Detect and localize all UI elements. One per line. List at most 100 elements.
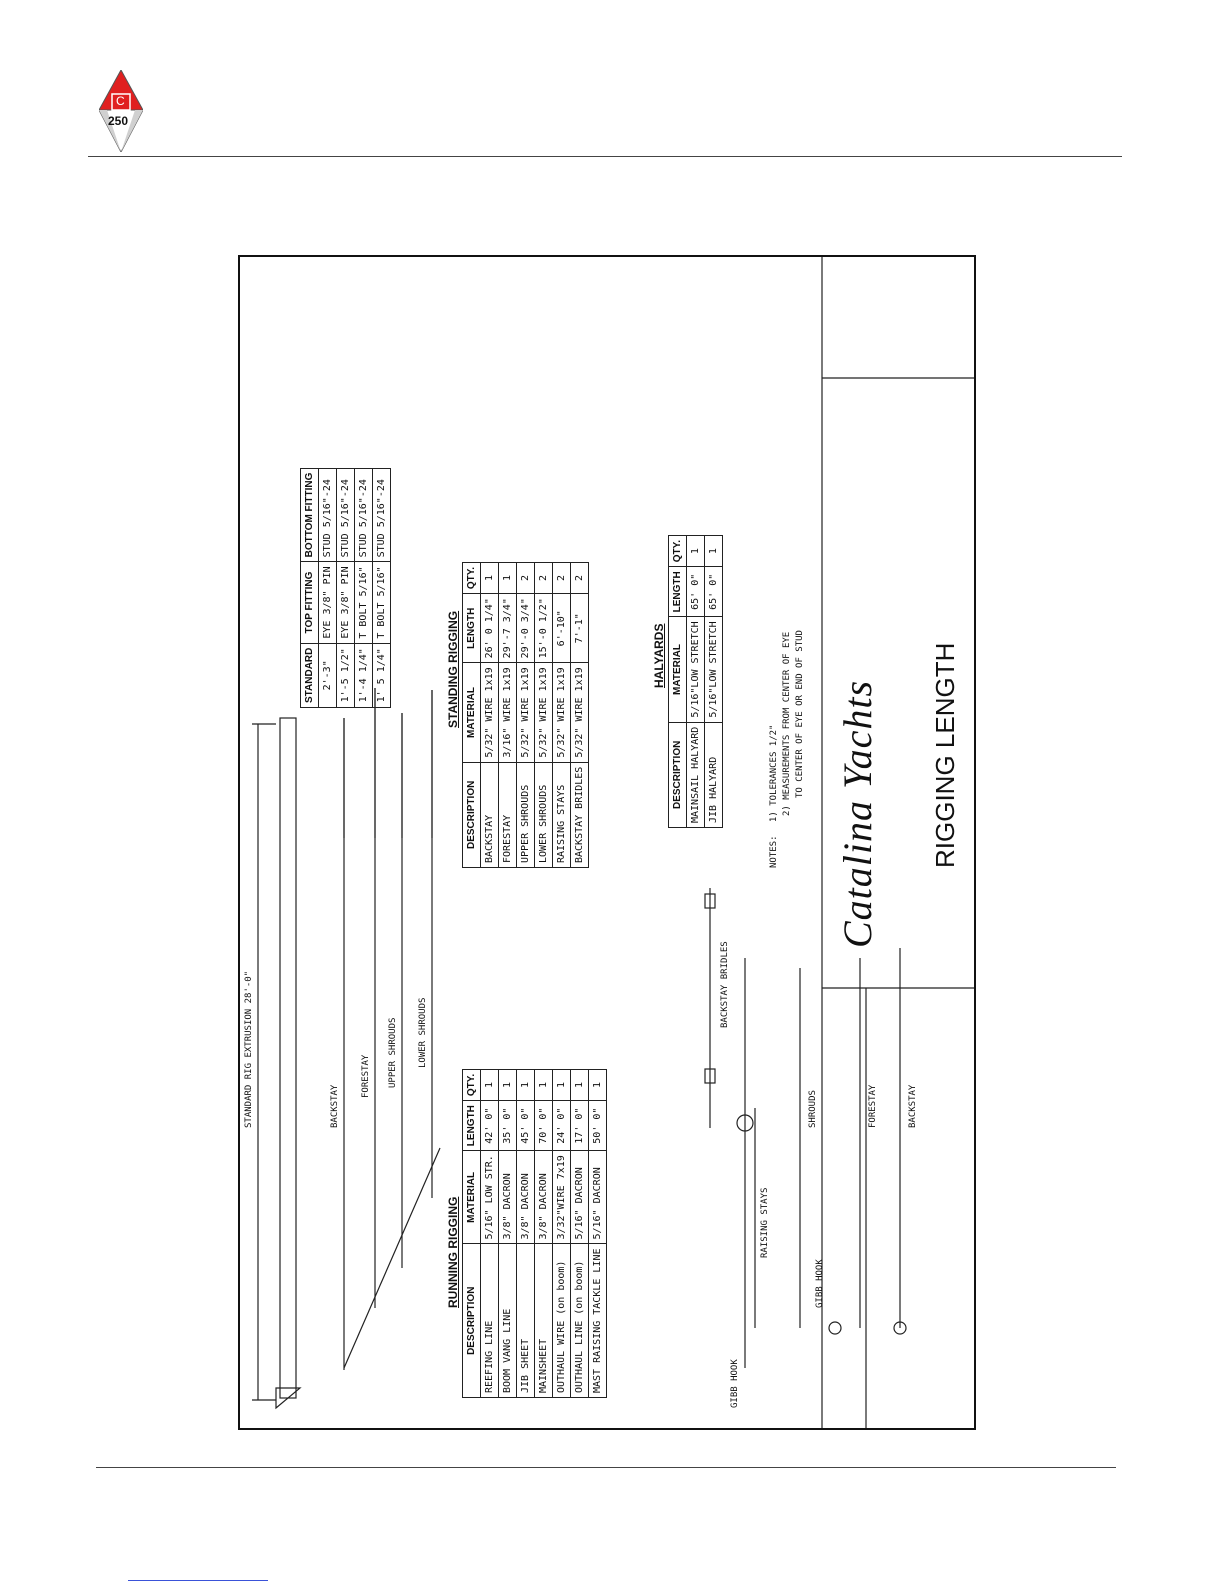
catalina-250-logo: C 250	[99, 70, 143, 152]
note-1: 1) TOLERANCES 1/2"	[769, 724, 779, 823]
table-cell: FORESTAY	[498, 762, 517, 868]
table-cell: 1	[686, 535, 705, 567]
table-cell: 29'-7 3/4"	[498, 593, 517, 663]
table-cell: 65' 0"	[686, 566, 705, 617]
backstay-bridles-label: BACKSTAY BRIDLES	[720, 941, 730, 1028]
table-cell: 6'-10"	[552, 593, 571, 663]
table-cell: 17' 0"	[570, 1100, 589, 1151]
halyards-header: MATERIAL	[668, 616, 687, 723]
running-rigging-title: RUNNING RIGGING	[446, 1196, 460, 1308]
table-cell: STUD 5/16"-24	[336, 468, 355, 562]
table-cell: 65' 0"	[704, 566, 723, 617]
forestay-label: FORESTAY	[868, 1084, 878, 1128]
rotated-sheet: STANDARD RIG EXTRUSION 28'-0" BACKSTAY F…	[240, 257, 974, 1428]
footer-link-underline[interactable]	[128, 1580, 268, 1581]
table-cell: OUTHAUL LINE (on boom)	[570, 1244, 589, 1398]
table-cell: 1	[552, 1069, 571, 1101]
shrouds-label: SHROUDS	[808, 1090, 818, 1128]
mast-extrusion	[279, 717, 297, 1399]
running-rigging-table: DESCRIPTION MATERIAL LENGTH QTY. REEFING…	[462, 1069, 607, 1398]
halyards-header: DESCRIPTION	[668, 722, 687, 828]
standing-header: DESCRIPTION	[462, 762, 481, 868]
table-cell: 7'-1"	[570, 593, 589, 663]
table-cell: 5/16"LOW STRETCH	[704, 616, 723, 723]
table-cell: 1	[498, 562, 517, 594]
footer-divider	[96, 1467, 1116, 1468]
table-cell: 3/8" DACRON	[534, 1150, 553, 1244]
halyards-header: LENGTH	[668, 566, 687, 617]
halyards-title: HALYARDS	[652, 623, 666, 688]
table-cell: 2	[534, 562, 553, 594]
table-cell: JIB SHEET	[516, 1244, 535, 1398]
table-cell: BACKSTAY BRIDLES	[570, 762, 589, 868]
table-cell: 5/16"LOW STRETCH	[686, 616, 705, 723]
table-cell: 5/16" DACRON	[588, 1150, 607, 1244]
note-2-continued: TO CENTER OF EYE OR END OF STUD	[795, 630, 805, 798]
table-cell: 70' 0"	[534, 1100, 553, 1151]
table-cell: 24' 0"	[552, 1100, 571, 1151]
stay-label-upper-shrouds: UPPER SHROUDS	[388, 1017, 398, 1088]
table-cell: 1	[534, 1069, 553, 1101]
table-cell: 3/8" DACRON	[516, 1150, 535, 1244]
table-cell: STUD 5/16"-24	[372, 468, 391, 562]
running-header: MATERIAL	[462, 1150, 481, 1244]
chainplate-sweep	[343, 1147, 441, 1369]
table-cell: 50' 0"	[588, 1100, 607, 1151]
table-cell: 5/32" WIRE 1x19	[570, 662, 589, 763]
table-cell: 3/8" DACRON	[498, 1150, 517, 1244]
table-cell: JIB HALYARD	[704, 722, 723, 828]
mast-step	[275, 1387, 302, 1410]
fittings-header: TOP FITTING	[300, 561, 319, 644]
fittings-header: BOTTOM FITTING	[300, 468, 319, 562]
table-cell: BOOM VANG LINE	[498, 1244, 517, 1398]
table-cell: 35' 0"	[498, 1100, 517, 1151]
table-cell: T BOLT 5/16"	[354, 561, 373, 644]
notes-label: NOTES:	[769, 835, 779, 868]
table-cell: STUD 5/16"-24	[354, 468, 373, 562]
stay-label-backstay: BACKSTAY	[330, 1084, 340, 1128]
table-cell: BACKSTAY	[480, 762, 499, 868]
table-row: 1' 5 1/4" T BOLT 5/16" STUD 5/16"-24	[372, 468, 391, 708]
stay-label-lower-shrouds: LOWER SHROUDS	[418, 997, 428, 1068]
table-cell: 1	[480, 562, 499, 594]
halyards-header: QTY.	[668, 535, 687, 567]
logo-emblem-icon	[99, 70, 143, 152]
backstay-label: BACKSTAY	[908, 1084, 918, 1128]
table-row: 1'-5 1/2" EYE 3/8" PIN STUD 5/16"-24	[336, 468, 355, 708]
header-divider	[88, 156, 1122, 157]
table-cell: 42' 0"	[480, 1100, 499, 1151]
standing-header: QTY.	[462, 562, 481, 594]
table-cell: MAINSHEET	[534, 1244, 553, 1398]
table-cell: MAINSAIL HALYARD	[686, 722, 705, 828]
table-cell: 15'-0 1/2"	[534, 593, 553, 663]
table-row: 1'-4 1/4" T BOLT 5/16" STUD 5/16"-24	[354, 468, 373, 708]
table-cell: 5/32" WIRE 1x19	[480, 662, 499, 763]
table-cell: 2	[552, 562, 571, 594]
table-cell: 1	[704, 535, 723, 567]
table-cell: 1	[588, 1069, 607, 1101]
standing-rigging-table: DESCRIPTION MATERIAL LENGTH QTY. BACKSTA…	[462, 562, 589, 868]
rigging-drawing: STANDARD RIG EXTRUSION 28'-0" BACKSTAY F…	[238, 255, 976, 1430]
table-cell: 1' 5 1/4"	[372, 643, 391, 708]
table-cell: 5/32" WIRE 1x19	[534, 662, 553, 763]
running-header: DESCRIPTION	[462, 1244, 481, 1398]
mast-label: STANDARD RIG EXTRUSION 28'-0"	[244, 970, 254, 1128]
table-cell: 1'-5 1/2"	[336, 643, 355, 708]
table-cell: OUTHAUL WIRE (on boom)	[552, 1244, 571, 1398]
table-cell: REEFING LINE	[480, 1244, 499, 1398]
table-cell: 2	[516, 562, 535, 594]
rigging-line-art	[252, 257, 974, 1428]
table-cell: 3/16" WIRE 1x19	[498, 662, 517, 763]
table-cell: 1	[516, 1069, 535, 1101]
